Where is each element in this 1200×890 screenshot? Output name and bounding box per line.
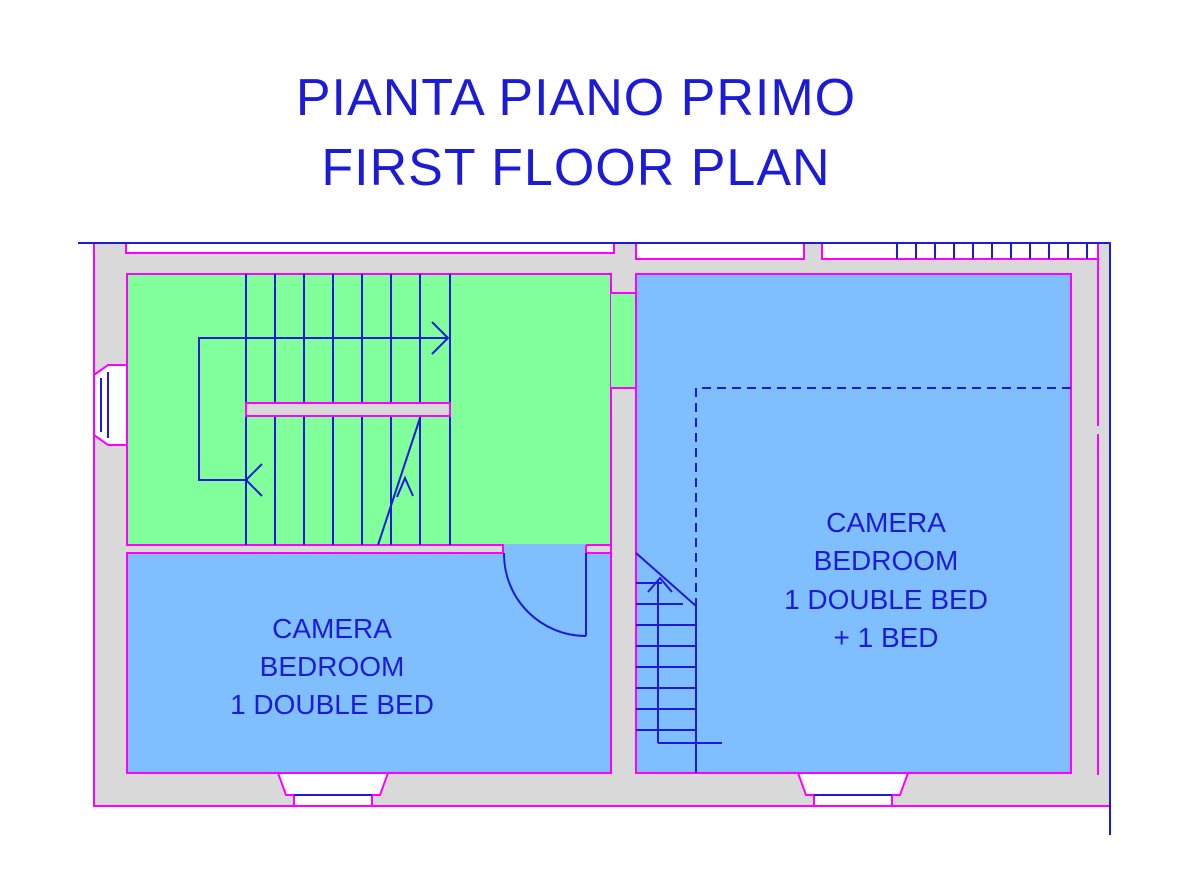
top-ledge-right [821, 242, 1099, 260]
bedroom-left-area [126, 552, 612, 774]
bedroom-left-label-1: CAMERA [272, 613, 392, 644]
bedroom-left-label-3: 1 DOUBLE BED [230, 689, 434, 720]
plan-title-italian: PIANTA PIANO PRIMO [295, 69, 857, 127]
left-bay-window [93, 364, 128, 446]
plan-title-english: FIRST FLOOR PLAN [321, 139, 831, 197]
bottom-window-left [276, 772, 390, 807]
bedroom-right-area [635, 273, 1072, 774]
mezzanine-outline [695, 387, 1071, 606]
terrace-railing [78, 242, 1111, 835]
bedroom-left-label-2: BEDROOM [260, 651, 405, 682]
bedroom-right-label-4: + 1 BED [833, 622, 938, 653]
bedroom-door-swing [502, 552, 587, 637]
main-staircase [198, 274, 451, 546]
top-ledge-left [125, 242, 615, 254]
top-ledge-mid [635, 242, 805, 260]
bedroom-right-label-3: 1 DOUBLE BED [784, 584, 988, 615]
loft-staircase [635, 552, 722, 773]
bedroom-left-door-gap [504, 544, 586, 556]
stair-hall-extension [611, 293, 636, 388]
stair-central-wall [245, 402, 451, 417]
bedroom-right-label-1: CAMERA [826, 507, 946, 538]
bedroom-right-label-2: BEDROOM [814, 545, 959, 576]
bottom-window-right [796, 772, 910, 807]
